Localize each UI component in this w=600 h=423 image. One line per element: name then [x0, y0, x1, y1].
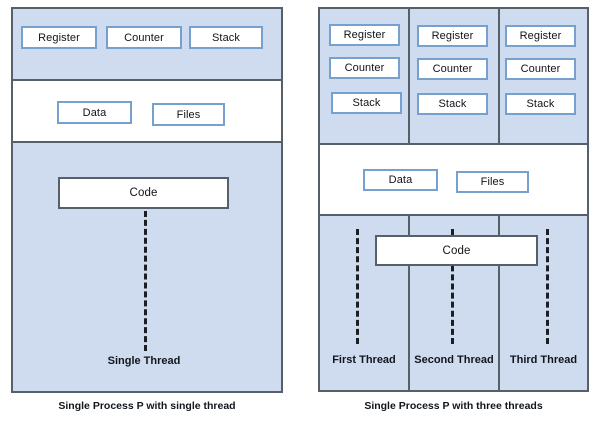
box-files-shared: Files [456, 171, 529, 193]
single-code-band: Code Single Thread [13, 143, 281, 391]
box-data: Data [57, 101, 132, 124]
single-data-band: Data Files [13, 81, 281, 143]
caption-single-thread: Single Process P with single thread [58, 400, 236, 412]
box-register-thread2: Register [417, 25, 488, 47]
box-counter-thread1: Counter [329, 57, 400, 79]
box-register-thread1: Register [329, 24, 400, 46]
box-counter: Counter [106, 26, 182, 49]
column-divider-1 [408, 9, 410, 143]
box-data-shared: Data [363, 169, 438, 191]
column-divider-3 [408, 216, 410, 390]
box-stack-thread1: Stack [331, 92, 402, 114]
thread-label-first: First Thread [332, 354, 396, 366]
caption-multi-thread: Single Process P with three threads [364, 400, 543, 412]
multi-thread-process-panel: Register Counter Stack Register Counter … [318, 7, 589, 392]
box-register: Register [21, 26, 97, 49]
box-counter-thread2: Counter [417, 58, 488, 80]
box-counter-thread3: Counter [505, 58, 576, 80]
multi-register-band: Register Counter Stack Register Counter … [320, 9, 587, 145]
box-stack-thread2: Stack [417, 93, 488, 115]
column-divider-2 [498, 9, 500, 143]
box-stack: Stack [189, 26, 263, 49]
thread-label-single: Single Thread [107, 355, 181, 367]
box-code-shared: Code [375, 235, 538, 266]
box-register-thread3: Register [505, 25, 576, 47]
single-register-band: Register Counter Stack [13, 9, 281, 81]
thread-line-second [451, 229, 454, 344]
thread-line-single [144, 211, 147, 351]
thread-label-second: Second Thread [414, 354, 494, 366]
thread-label-third: Third Thread [509, 354, 578, 366]
single-thread-process-panel: Register Counter Stack Data Files Code S… [11, 7, 283, 393]
thread-line-third [546, 229, 549, 344]
column-divider-4 [498, 216, 500, 390]
multi-data-band: Data Files [320, 145, 587, 216]
box-code: Code [58, 177, 229, 209]
thread-line-first [356, 229, 359, 344]
box-stack-thread3: Stack [505, 93, 576, 115]
multi-code-band: Code First Thread Second Thread Third Th… [320, 216, 587, 390]
box-files: Files [152, 103, 225, 126]
